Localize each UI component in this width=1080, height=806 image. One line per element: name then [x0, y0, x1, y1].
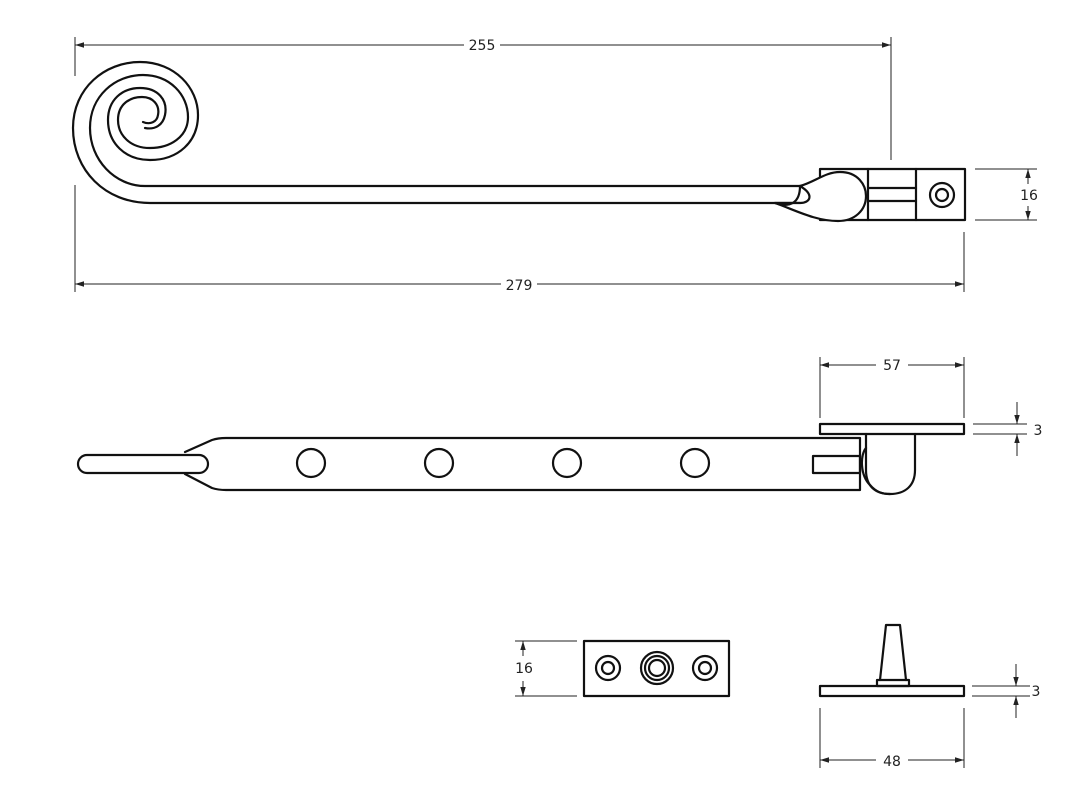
dim-label-3-bracket: 3 [1034, 423, 1043, 439]
stay-hole [551, 447, 583, 479]
dim-label-16-top: 16 [1020, 188, 1038, 204]
dim-label-57: 57 [883, 358, 901, 374]
dim-57: 57 [819, 356, 965, 418]
dim-3-bracket: 3 [973, 402, 1042, 456]
dim-16-keep: 16 [515, 640, 577, 697]
stay-hole [295, 447, 327, 479]
side-view: 57 3 [76, 356, 1042, 496]
dim-48: 48 [819, 708, 965, 770]
dim-label-16-keep: 16 [515, 661, 533, 677]
dim-label-255: 255 [469, 38, 496, 54]
dim-279: 279 [74, 185, 965, 294]
pin-plate-view: 3 48 [818, 623, 1040, 770]
stay-hole [679, 447, 711, 479]
keep-plate-view: 16 [515, 639, 731, 698]
pivot-bracket-side [818, 422, 966, 496]
stay-hole [423, 447, 455, 479]
monkey-tail-stay-arm [71, 60, 802, 205]
stay-bar-side [76, 436, 862, 492]
dim-3-pin: 3 [972, 664, 1040, 718]
top-view: 255 16 279 [71, 36, 1038, 294]
pivot-bracket-top [773, 167, 967, 223]
dim-255: 255 [74, 36, 892, 160]
dim-label-3-pin: 3 [1032, 684, 1041, 700]
dim-label-48: 48 [883, 754, 901, 770]
dim-label-279: 279 [506, 278, 533, 294]
dim-16-top: 16 [975, 168, 1038, 221]
